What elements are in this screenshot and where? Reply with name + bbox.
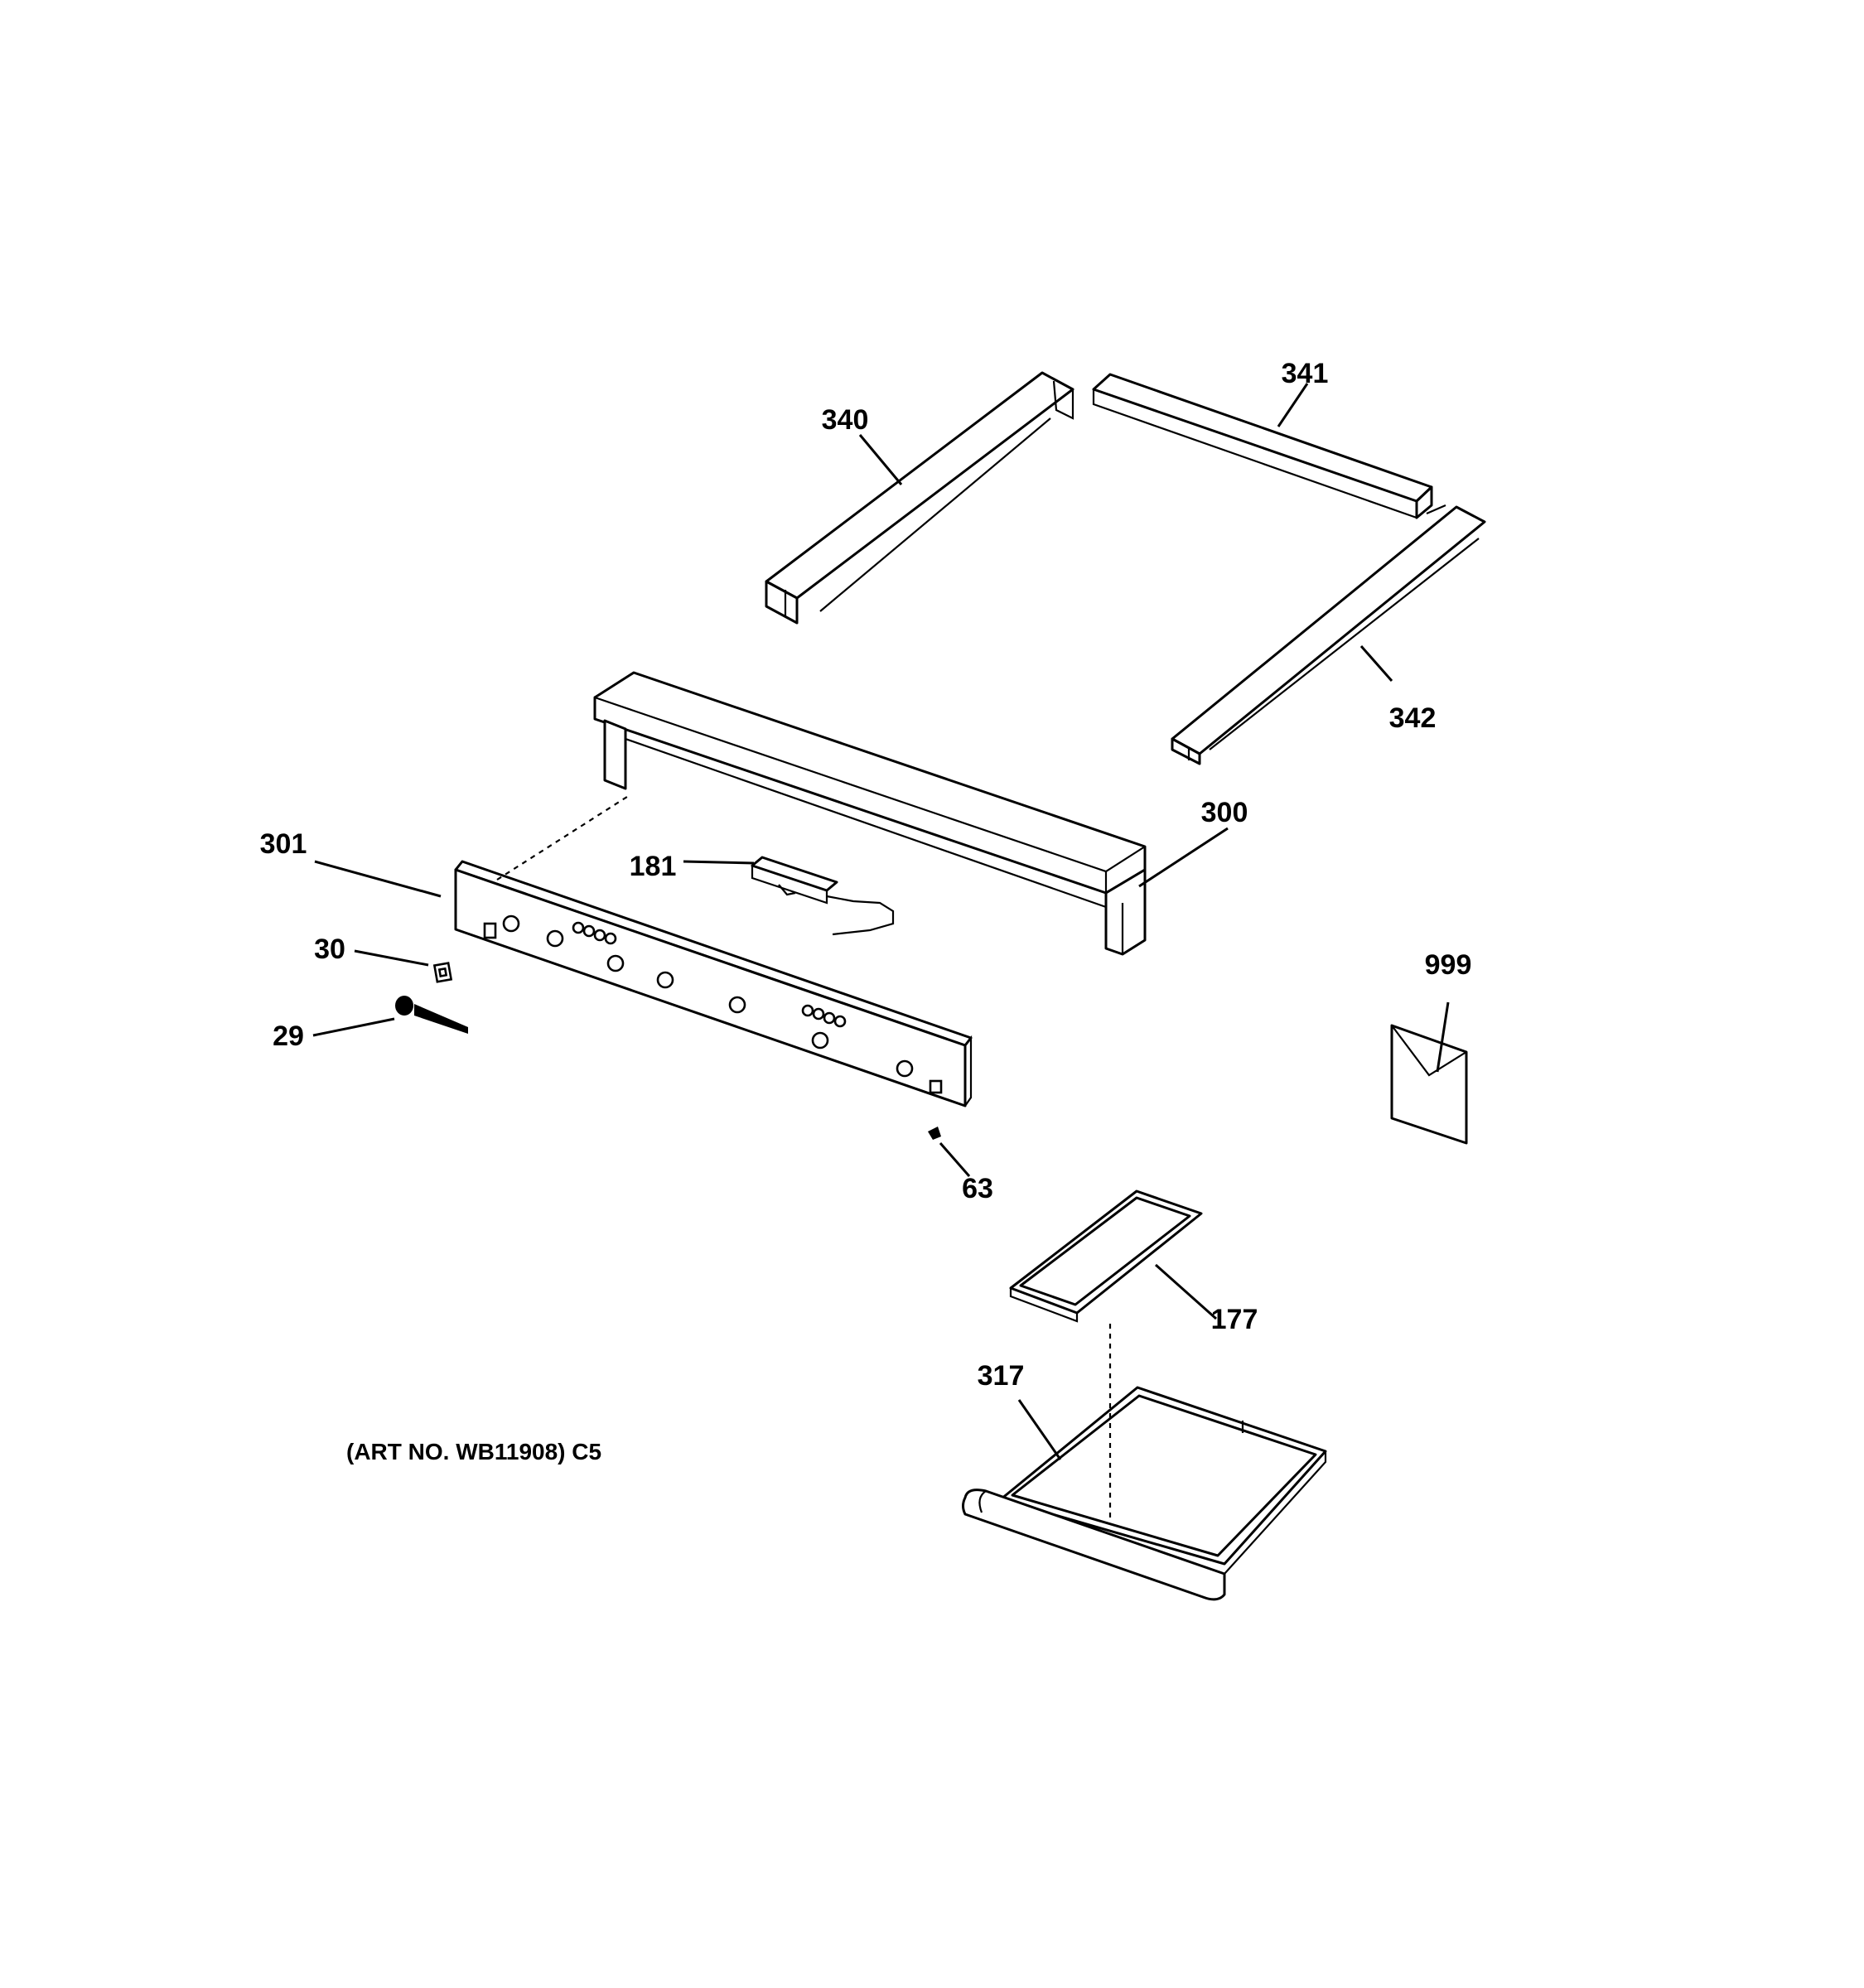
art-number: (ART NO. WB11908) C5: [346, 1439, 601, 1464]
callout-300: 300: [1201, 797, 1248, 828]
part-342-side-trim-right: [1171, 504, 1486, 765]
part-300-top-trim: [593, 671, 1147, 956]
callout-30: 30: [314, 934, 345, 965]
callout-340: 340: [822, 404, 869, 436]
part-30-clip: [432, 962, 453, 983]
part-301-control-panel: [454, 860, 973, 1107]
callout-177: 177: [1211, 1304, 1258, 1335]
part-999-literature: [1390, 1024, 1468, 1145]
callout-181: 181: [630, 851, 677, 882]
callout-342: 342: [1389, 702, 1437, 734]
alignment-line-301-300: [496, 794, 630, 881]
part-63-screw: [928, 1127, 941, 1140]
callout-63: 63: [962, 1173, 993, 1204]
part-341-back-trim: [1092, 373, 1433, 519]
callout-999: 999: [1425, 949, 1472, 981]
part-340-side-trim-left: [765, 371, 1074, 625]
part-181-sensor-harness: [751, 856, 895, 936]
part-317-drawer-frame: [962, 1386, 1327, 1601]
part-177-filter: [1009, 1189, 1203, 1323]
callout-317: 317: [978, 1360, 1025, 1392]
callout-341: 341: [1282, 358, 1329, 389]
callout-301: 301: [260, 828, 307, 860]
callout-29: 29: [273, 1021, 304, 1052]
part-29-knob: [395, 996, 468, 1034]
leader-lines: [312, 383, 1450, 1460]
